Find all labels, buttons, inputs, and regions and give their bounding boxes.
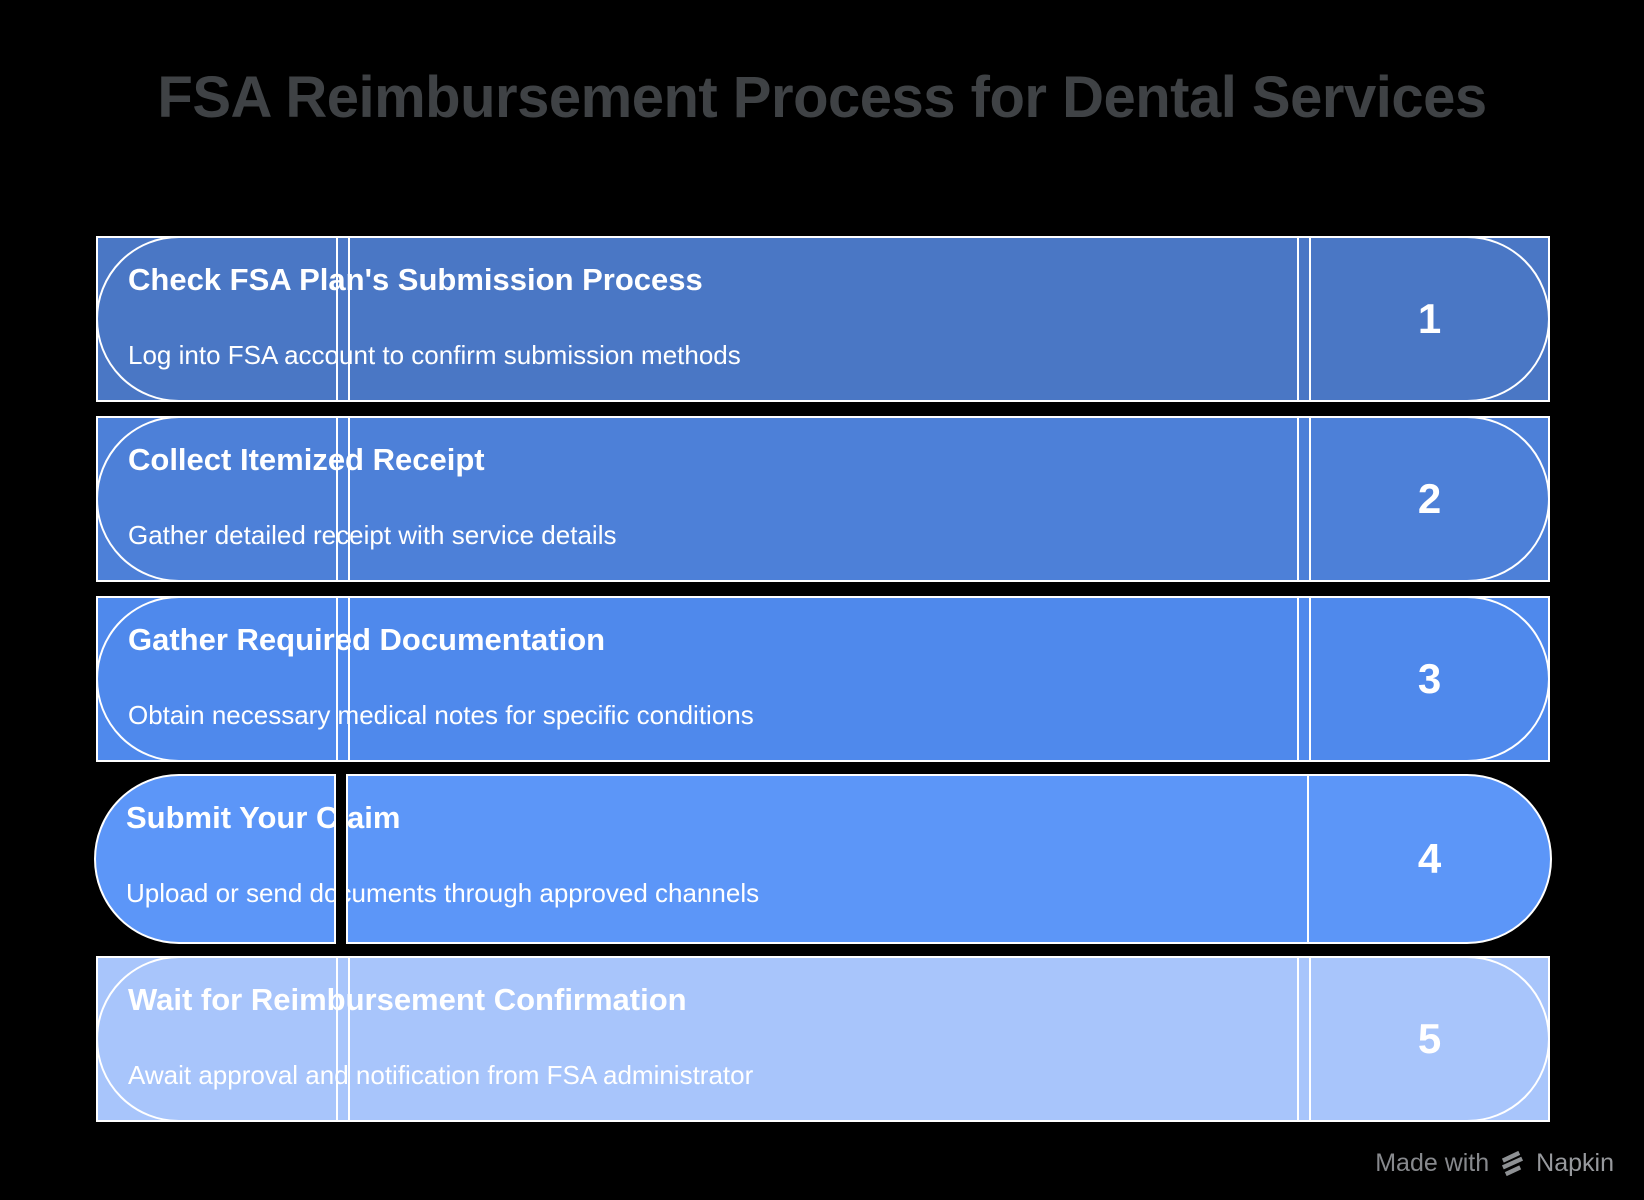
process-steps: Check FSA Plan's Submission Process Log … xyxy=(94,236,1552,1136)
step-description: Await approval and notification from FSA… xyxy=(128,1060,754,1090)
step-title: Gather Required Documentation xyxy=(128,622,606,657)
attribution-footer: Made with Napkin xyxy=(1375,1149,1614,1178)
process-step-row: Check FSA Plan's Submission Process Log … xyxy=(96,236,1550,402)
divider-line-left-1 xyxy=(334,776,336,942)
divider-line-right-1 xyxy=(1297,418,1299,580)
step-number: 1 xyxy=(1417,295,1442,342)
divider-line-right-1 xyxy=(1297,238,1299,400)
divider-line-right-2 xyxy=(1309,958,1311,1120)
divider-line-left-2 xyxy=(348,958,350,1120)
step-pill-outline xyxy=(96,416,1550,582)
divider-line-left-2 xyxy=(348,598,350,760)
divider-line-left-1 xyxy=(336,958,338,1120)
process-step-row: Gather Required Documentation Obtain nec… xyxy=(96,596,1550,762)
step-title: Check FSA Plan's Submission Process xyxy=(128,262,703,297)
process-step-row: Submit Your Claim Upload or send documen… xyxy=(94,772,1552,946)
napkin-logo-icon xyxy=(1499,1150,1526,1177)
step-title: Collect Itemized Receipt xyxy=(128,442,485,477)
step-pill-outline xyxy=(96,596,1550,762)
divider-line-left-2 xyxy=(348,418,350,580)
divider-line-left-1 xyxy=(336,598,338,760)
divider-line-right-2 xyxy=(1309,418,1311,580)
step-description: Obtain necessary medical notes for speci… xyxy=(128,700,754,730)
step-description: Gather detailed receipt with service det… xyxy=(128,520,617,550)
process-step-row: Wait for Reimbursement Confirmation Awai… xyxy=(96,956,1550,1122)
step-number: 5 xyxy=(1417,1015,1442,1062)
divider-line-right-1 xyxy=(1297,958,1299,1120)
divider-line-right-2 xyxy=(1307,776,1309,942)
step-pill-outline xyxy=(96,956,1550,1122)
step-number: 3 xyxy=(1417,655,1442,702)
made-with-label: Made with xyxy=(1375,1149,1490,1177)
step-title: Submit Your Claim xyxy=(126,800,401,835)
step-number: 2 xyxy=(1417,475,1442,522)
divider-line-left-1 xyxy=(336,418,338,580)
step-number: 4 xyxy=(1417,835,1442,882)
step-description: Log into FSA account to confirm submissi… xyxy=(128,340,741,370)
divider-line-right-2 xyxy=(1309,238,1311,400)
step-description: Upload or send documents through approve… xyxy=(126,878,760,908)
process-step-row: Collect Itemized Receipt Gather detailed… xyxy=(96,416,1550,582)
divider-line-left-2 xyxy=(348,238,350,400)
divider-line-left-1 xyxy=(336,238,338,400)
step-slot-gap xyxy=(336,772,346,946)
step-title: Wait for Reimbursement Confirmation xyxy=(128,982,687,1017)
napkin-brand-label: Napkin xyxy=(1536,1149,1614,1177)
divider-line-right-2 xyxy=(1309,598,1311,760)
page-title: FSA Reimbursement Process for Dental Ser… xyxy=(157,65,1487,130)
divider-line-right-1 xyxy=(1297,598,1299,760)
step-pill-outline xyxy=(96,236,1550,402)
divider-line-left-2 xyxy=(346,776,348,942)
